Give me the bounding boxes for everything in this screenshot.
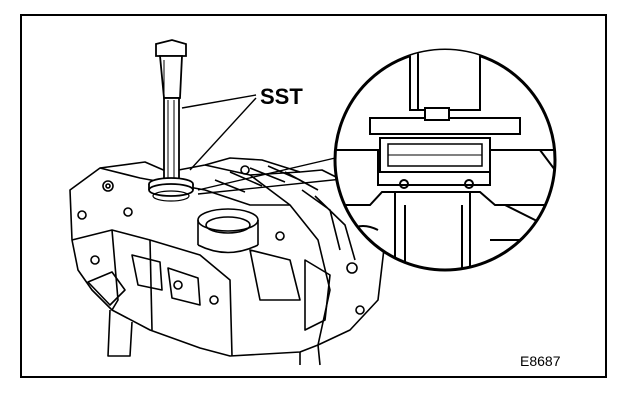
detail-magnifier <box>333 48 557 272</box>
transaxle-case <box>69 157 386 366</box>
callout-leaders <box>181 94 353 195</box>
figure-frame <box>20 14 607 378</box>
figure-id-label: E8687 <box>520 353 561 369</box>
sst-press-tool <box>148 39 194 202</box>
sst-label: SST <box>260 84 303 109</box>
